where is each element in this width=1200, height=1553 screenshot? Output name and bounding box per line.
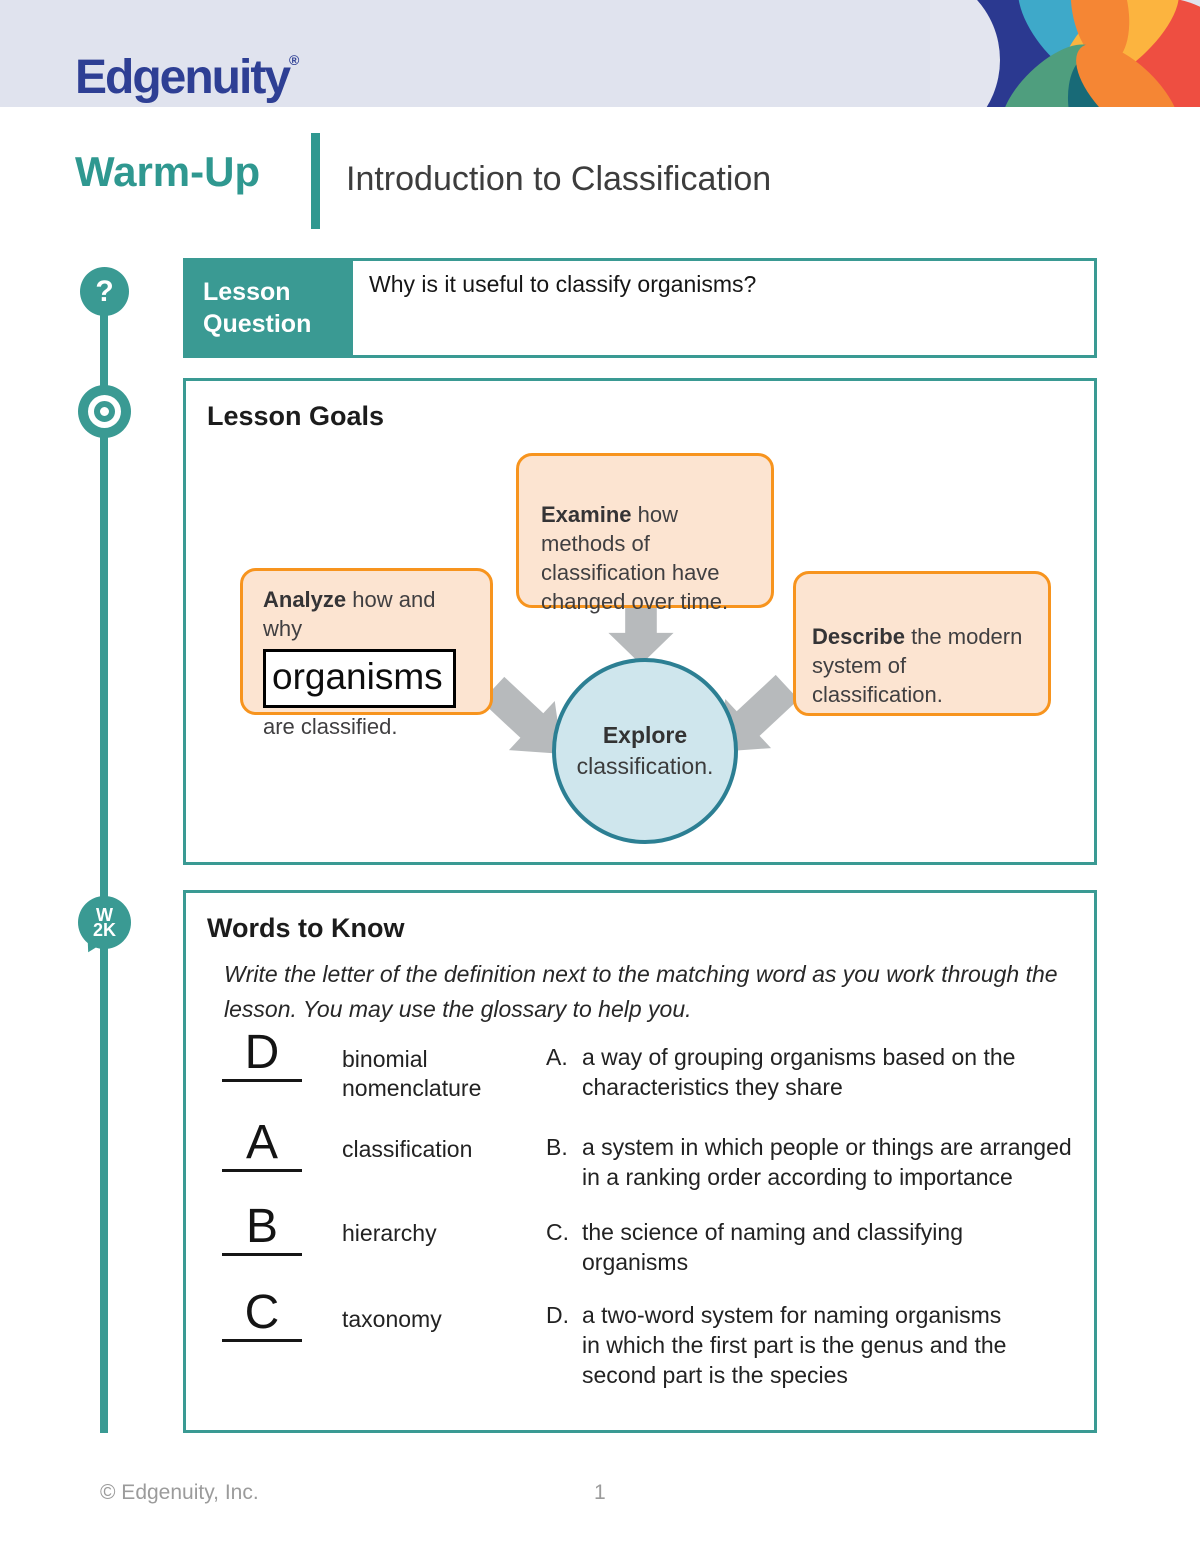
copyright-text: © Edgenuity, Inc. — [100, 1481, 259, 1504]
definition-text: a two-word system for naming organisms i… — [582, 1302, 1007, 1388]
goal-explore-circle: Explore classification. — [552, 658, 738, 844]
definition-text: the science of naming and classifying or… — [582, 1219, 963, 1275]
definition-row: B. a system in which people or things ar… — [546, 1133, 1087, 1193]
edgenuity-logo-text: Edgenuity — [75, 51, 291, 104]
page-number: 1 — [594, 1481, 606, 1504]
arrow-down-right-icon — [481, 676, 563, 754]
term-label: taxonomy — [342, 1306, 442, 1332]
words-to-know-heading: Words to Know — [207, 913, 405, 943]
definition-row: A. a way of grouping organisms based on … — [546, 1043, 1087, 1103]
lesson-question-panel: Lesson Question Why is it useful to clas… — [183, 258, 1097, 358]
definition-text: a way of grouping organisms based on the… — [582, 1044, 1016, 1100]
goal-examine: Examine how methods of classification ha… — [516, 453, 774, 614]
words-to-know-instructions: Write the letter of the definition next … — [224, 961, 1058, 1022]
goal-arrows — [481, 607, 799, 754]
arrow-down-icon — [608, 607, 674, 665]
registered-trademark: ® — [289, 52, 300, 68]
goal-describe: Describe the modern system of classifica… — [793, 571, 1051, 716]
section-label: Warm-Up — [75, 148, 261, 195]
lesson-question-answer-area[interactable]: Why is it useful to classify organisms? — [353, 261, 1094, 355]
definition-text: a system in which people or things are a… — [582, 1134, 1072, 1190]
lesson-goals-heading: Lesson Goals — [207, 401, 385, 431]
term-row: C taxonomy — [222, 1289, 442, 1342]
arrow-down-left-icon — [717, 674, 799, 752]
target-icon — [78, 385, 131, 438]
term-label: binomial nomenclature — [342, 1046, 482, 1102]
header-bar: Edgenuity® — [0, 0, 1200, 107]
definition-row: C. the science of naming and classifying… — [546, 1218, 1087, 1278]
page-title: Introduction to Classification — [346, 160, 772, 198]
term-row: A classification — [222, 1119, 472, 1172]
analyze-answer-field[interactable]: organisms — [263, 649, 456, 708]
edgenuity-pinwheel-logo — [930, 0, 1200, 107]
words-to-know-icon: W 2K — [78, 896, 131, 949]
timeline-line — [100, 291, 108, 1433]
question-icon: ? — [80, 267, 129, 316]
lesson-question-text: Why is it useful to classify organisms? — [369, 271, 757, 297]
lesson-question-label: Lesson Question — [183, 258, 353, 358]
definition-row: D. a two-word system for naming organism… — [546, 1301, 1087, 1391]
term-row: D binomial nomenclature — [222, 1029, 481, 1101]
term-label: classification — [342, 1136, 473, 1162]
term-answer-field[interactable]: D — [222, 1029, 302, 1082]
term-row: B hierarchy — [222, 1203, 437, 1256]
words-to-know-panel: Words to Know Write the letter of the de… — [183, 890, 1097, 1433]
term-answer-field[interactable]: A — [222, 1119, 302, 1172]
term-label: hierarchy — [342, 1220, 437, 1246]
term-answer-field[interactable]: B — [222, 1203, 302, 1256]
lesson-goals-panel: Lesson Goals Examine how methods of clas… — [183, 378, 1097, 865]
goal-analyze: Analyze how and why organisms are classi… — [240, 568, 493, 739]
title-divider — [311, 133, 320, 229]
edgenuity-logo: Edgenuity® — [75, 50, 299, 105]
term-answer-field[interactable]: C — [222, 1289, 302, 1342]
